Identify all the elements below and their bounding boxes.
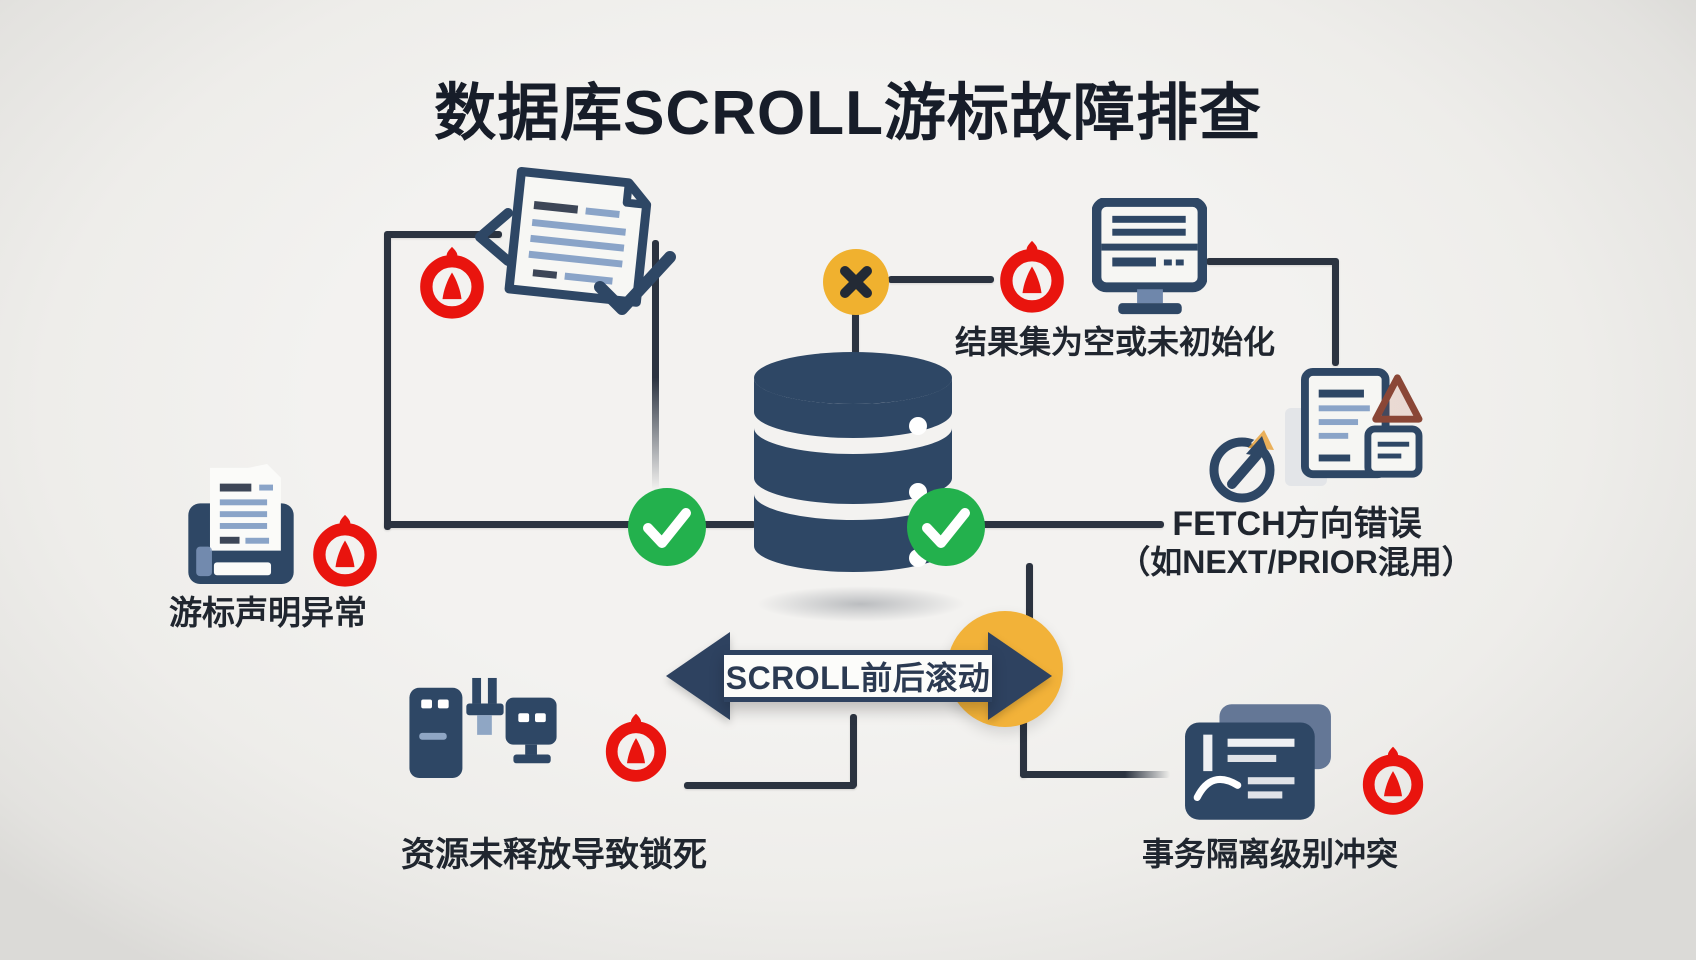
- document-warning-icon: [1298, 368, 1423, 486]
- banner-arrow-right: [988, 632, 1052, 720]
- database-icon: [750, 350, 956, 600]
- red-alarm-icon-bottomright: [1357, 745, 1429, 817]
- monitor-icon: [1092, 198, 1207, 322]
- connector-banner-down: [850, 714, 857, 788]
- label-result-set: 结果集为空或未初始化: [954, 324, 1275, 360]
- label-cursor-declaration: 游标声明异常: [169, 594, 367, 631]
- label-resource-lock: 资源未释放导致锁死: [401, 836, 707, 874]
- scroll-banner: SCROLL前后滚动: [724, 650, 992, 702]
- scroll-banner-label: SCROLL前后滚动: [725, 660, 991, 696]
- stacked-cards-icon: [1183, 702, 1335, 822]
- connector-database-to-fetch: [952, 521, 1164, 528]
- connector-bottomleft-horizontal: [684, 782, 856, 789]
- red-alarm-icon-topleft: [414, 245, 490, 321]
- red-alarm-icon-left: [307, 513, 383, 589]
- label-transaction-isolation: 事务隔离级别冲突: [1141, 836, 1398, 872]
- devices-icon: [406, 676, 561, 779]
- connector-rightcheck-down: [1026, 563, 1033, 641]
- connector-left-vertical: [384, 231, 391, 530]
- connector-x-to-database: [852, 312, 859, 360]
- connector-x-to-alarm: [888, 276, 994, 283]
- red-alarm-icon-bottomleft: [600, 712, 672, 784]
- document-check-icon: [450, 165, 695, 335]
- connector-topleft-horizontal: [386, 231, 502, 238]
- connector-docicon-faded-vertical: [652, 240, 659, 490]
- printer-document-icon: [184, 460, 298, 588]
- yellow-x-icon: [823, 249, 889, 315]
- label-fetch-line1: FETCH方向错误: [1172, 505, 1422, 543]
- connector-bottomright-horizontal: [1020, 771, 1170, 778]
- connector-monitor-vertical: [1332, 258, 1339, 366]
- connector-left-to-database: [384, 521, 756, 528]
- database-shadow: [756, 586, 966, 622]
- green-check-icon-left: [627, 487, 707, 567]
- label-fetch-line2: （如NEXT/PRIOR混用）: [1118, 544, 1474, 580]
- red-alarm-icon-topright: [994, 239, 1070, 315]
- connector-bottomright-vertical: [1020, 714, 1027, 778]
- banner-arrow-left: [666, 632, 730, 720]
- green-check-icon-right: [906, 487, 986, 567]
- page-title: 数据库SCROLL游标故障排查: [434, 79, 1262, 148]
- connector-monitor-horizontal: [1206, 258, 1338, 265]
- cycle-arrow-icon: [1202, 424, 1282, 504]
